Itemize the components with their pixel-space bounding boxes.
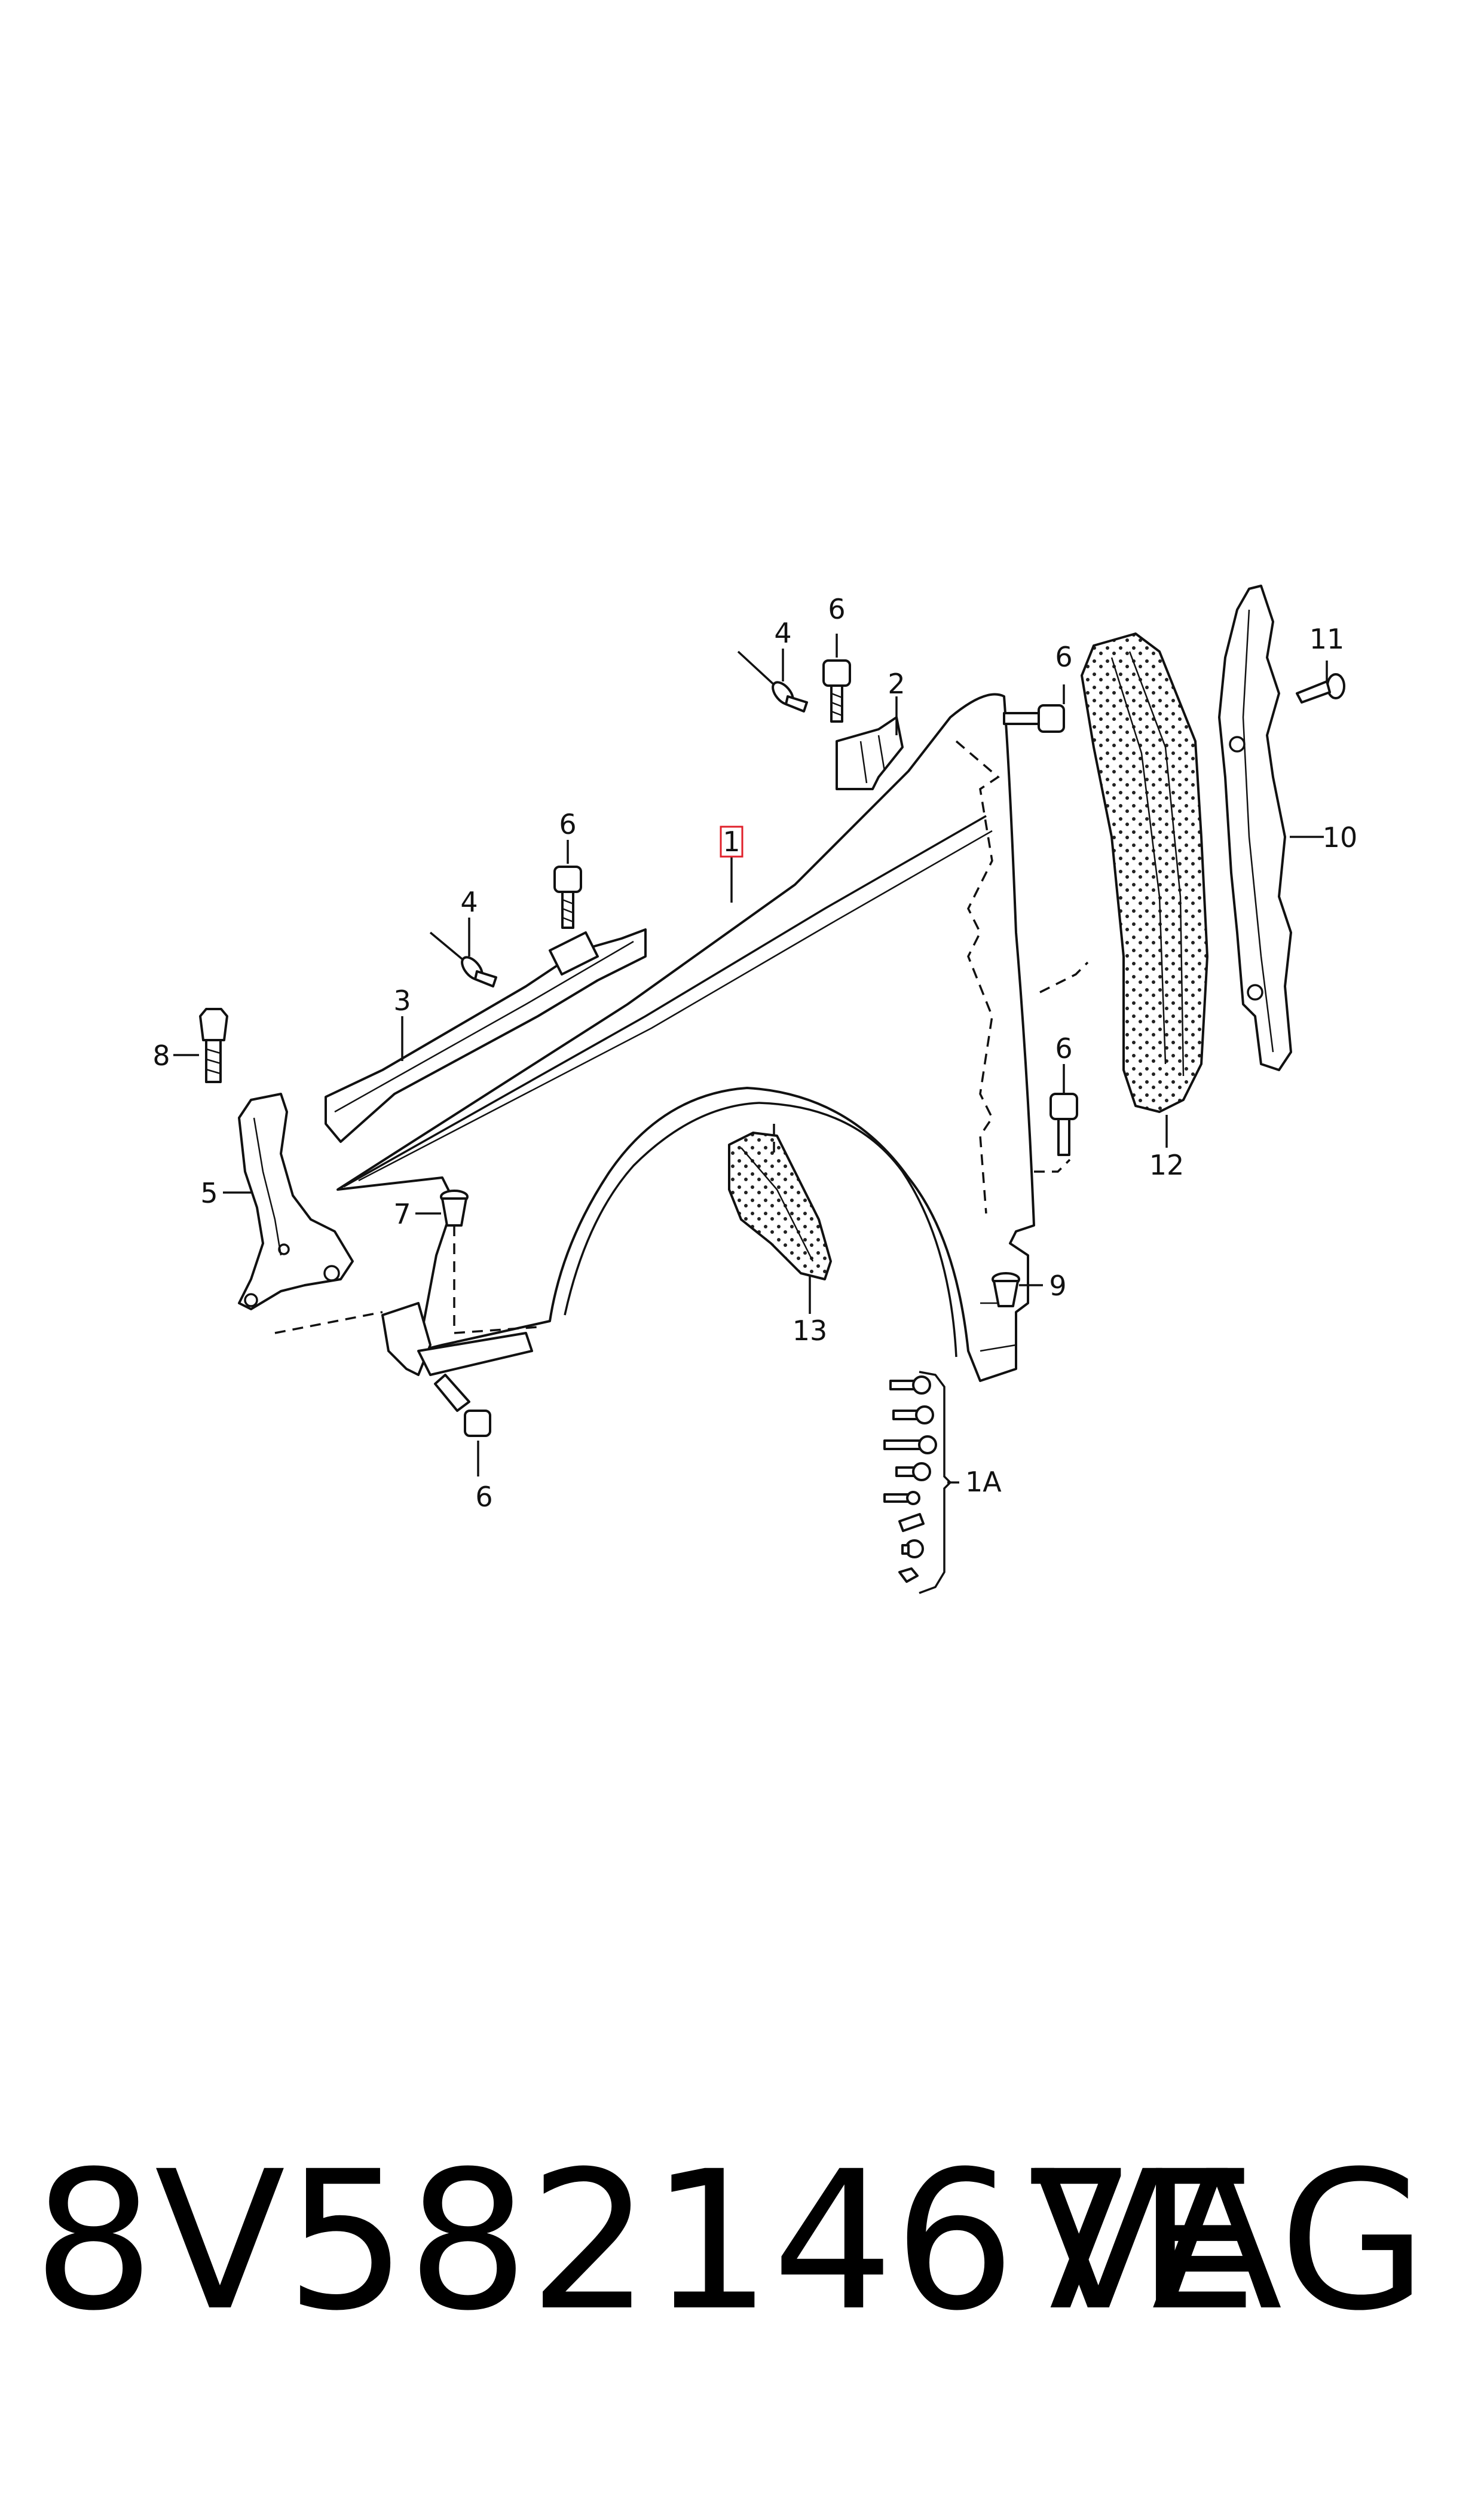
bolt-icon	[199, 1008, 228, 1083]
rivet-icon	[737, 650, 808, 713]
callout-13: 13	[793, 1314, 828, 1347]
front-lower-bracket	[381, 1302, 533, 1376]
screw-icon	[1049, 1093, 1078, 1156]
callout-4: 4	[460, 886, 478, 918]
callout-6: 6	[1055, 1032, 1072, 1065]
brand-label: VAG	[1033, 2130, 1427, 2353]
screw-icon	[822, 659, 851, 723]
callout-6: 6	[559, 808, 576, 840]
callout-highlight	[720, 826, 743, 858]
callout-6: 6	[475, 1481, 492, 1513]
rivet-icon	[429, 931, 497, 988]
screw-icon	[553, 866, 582, 929]
screw-icon	[1296, 673, 1345, 704]
leader-lines	[173, 634, 1328, 1484]
callout-labels: 1 1A 2 3 4 4 5 6 6 6 6 6 7 8 9 10 11 12 …	[152, 593, 1357, 1513]
exploded-parts-diagram: 1 1A 2 3 4 4 5 6 6 6 6 6 7 8 9 10 11 12 …	[152, 585, 1357, 1594]
upper-bracket	[836, 716, 904, 790]
callout-6: 6	[828, 593, 845, 625]
clip-icon	[440, 1190, 469, 1227]
callout-3: 3	[393, 985, 411, 1017]
foam-piece-13	[728, 1132, 832, 1280]
screw-icon	[434, 1374, 491, 1437]
fastener-kit-1a	[883, 1371, 952, 1594]
callout-4: 4	[774, 617, 791, 649]
callout-8: 8	[152, 1040, 170, 1072]
foam-insulator-12	[1081, 632, 1208, 1113]
callout-1a: 1A	[965, 1466, 1002, 1498]
fender-rail-bracket	[325, 928, 647, 1143]
callout-7: 7	[393, 1198, 411, 1230]
fender-panel	[336, 693, 1035, 1382]
callout-9: 9	[1049, 1270, 1066, 1302]
footer-caption: 8V5821467E VAG	[0, 2128, 1484, 2355]
callout-11: 11	[1309, 623, 1345, 655]
callout-2: 2	[888, 668, 905, 700]
part-number: 8V5821467E	[33, 2130, 1258, 2353]
clip-icon	[992, 1272, 1020, 1307]
callout-6: 6	[1055, 641, 1072, 673]
rear-liner-10	[1218, 585, 1292, 1071]
lower-mounting-bracket	[238, 1093, 354, 1310]
callout-5: 5	[200, 1177, 218, 1209]
callout-1: 1	[723, 826, 740, 858]
screw-icon	[1003, 704, 1065, 733]
callout-10: 10	[1323, 821, 1358, 854]
callout-12: 12	[1149, 1149, 1185, 1181]
